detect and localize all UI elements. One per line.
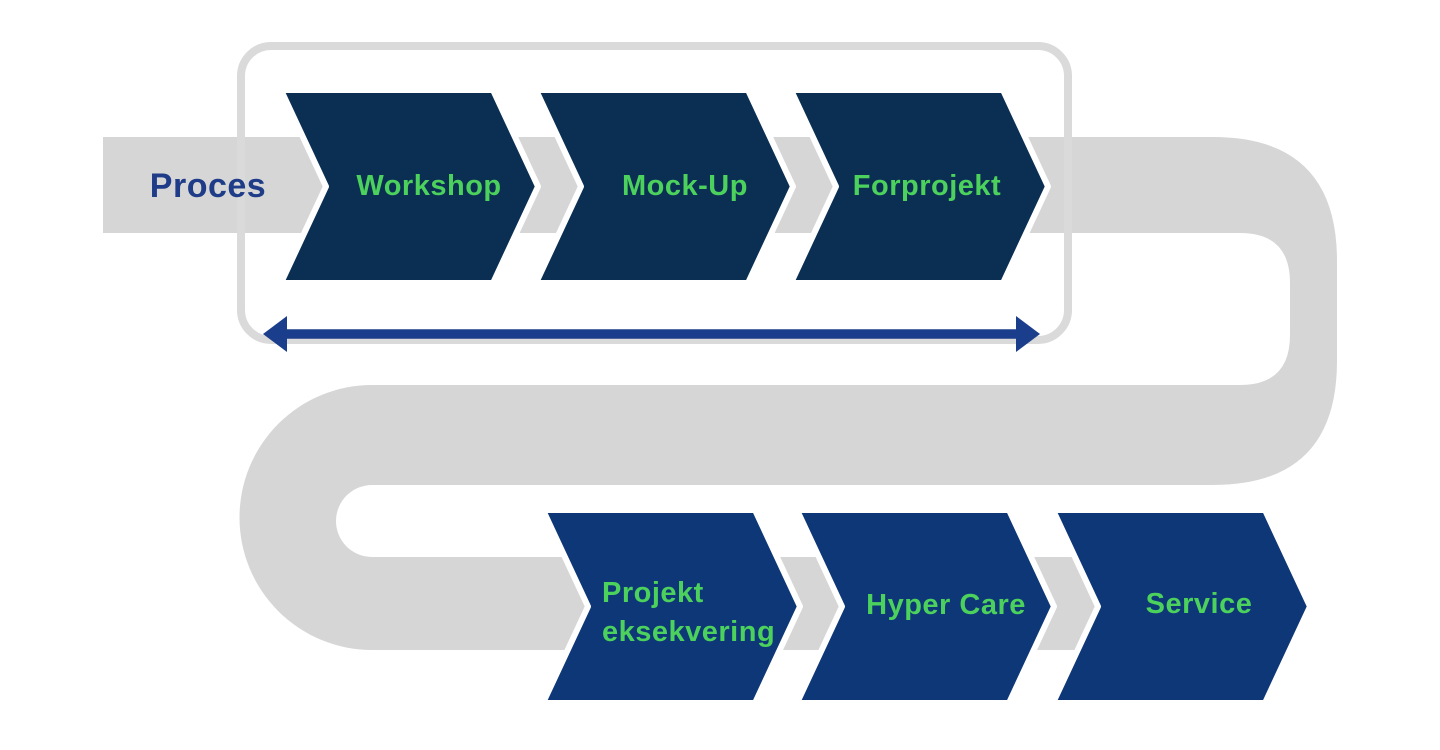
- chevron-hyper-care: [794, 507, 1057, 706]
- top-row-chevrons: Workshop Mock-Up Forprojekt: [278, 87, 1051, 286]
- iteration-double-arrow: [263, 316, 1040, 352]
- chevron-mockup: [533, 87, 796, 286]
- chevron-label-mockup: Mock-Up: [622, 170, 748, 202]
- chevron-label-projekt-line1: Projekt: [602, 577, 704, 609]
- chevron-workshop: [278, 87, 541, 286]
- chevron-label-projekt-line2: eksekvering: [602, 616, 775, 648]
- flow-band: [103, 137, 1337, 650]
- chevron-forprojekt: [788, 87, 1051, 286]
- bottom-row-chevrons: Projekt eksekvering Hyper Care Service: [540, 507, 1313, 706]
- chevron-label-workshop: Workshop: [356, 170, 501, 202]
- double-arrow-right-head: [1016, 316, 1040, 352]
- double-arrow-left-head: [263, 316, 287, 352]
- process-label: Proces: [150, 167, 266, 205]
- chevron-label-hyper-care: Hyper Care: [866, 589, 1026, 621]
- phase-group-frame: [237, 42, 1072, 344]
- chevron-label-forprojekt: Forprojekt: [853, 170, 1001, 202]
- chevron-label-service: Service: [1146, 588, 1253, 620]
- chevron-projekt-eksekvering: [540, 507, 803, 706]
- chevron-service: [1050, 507, 1313, 706]
